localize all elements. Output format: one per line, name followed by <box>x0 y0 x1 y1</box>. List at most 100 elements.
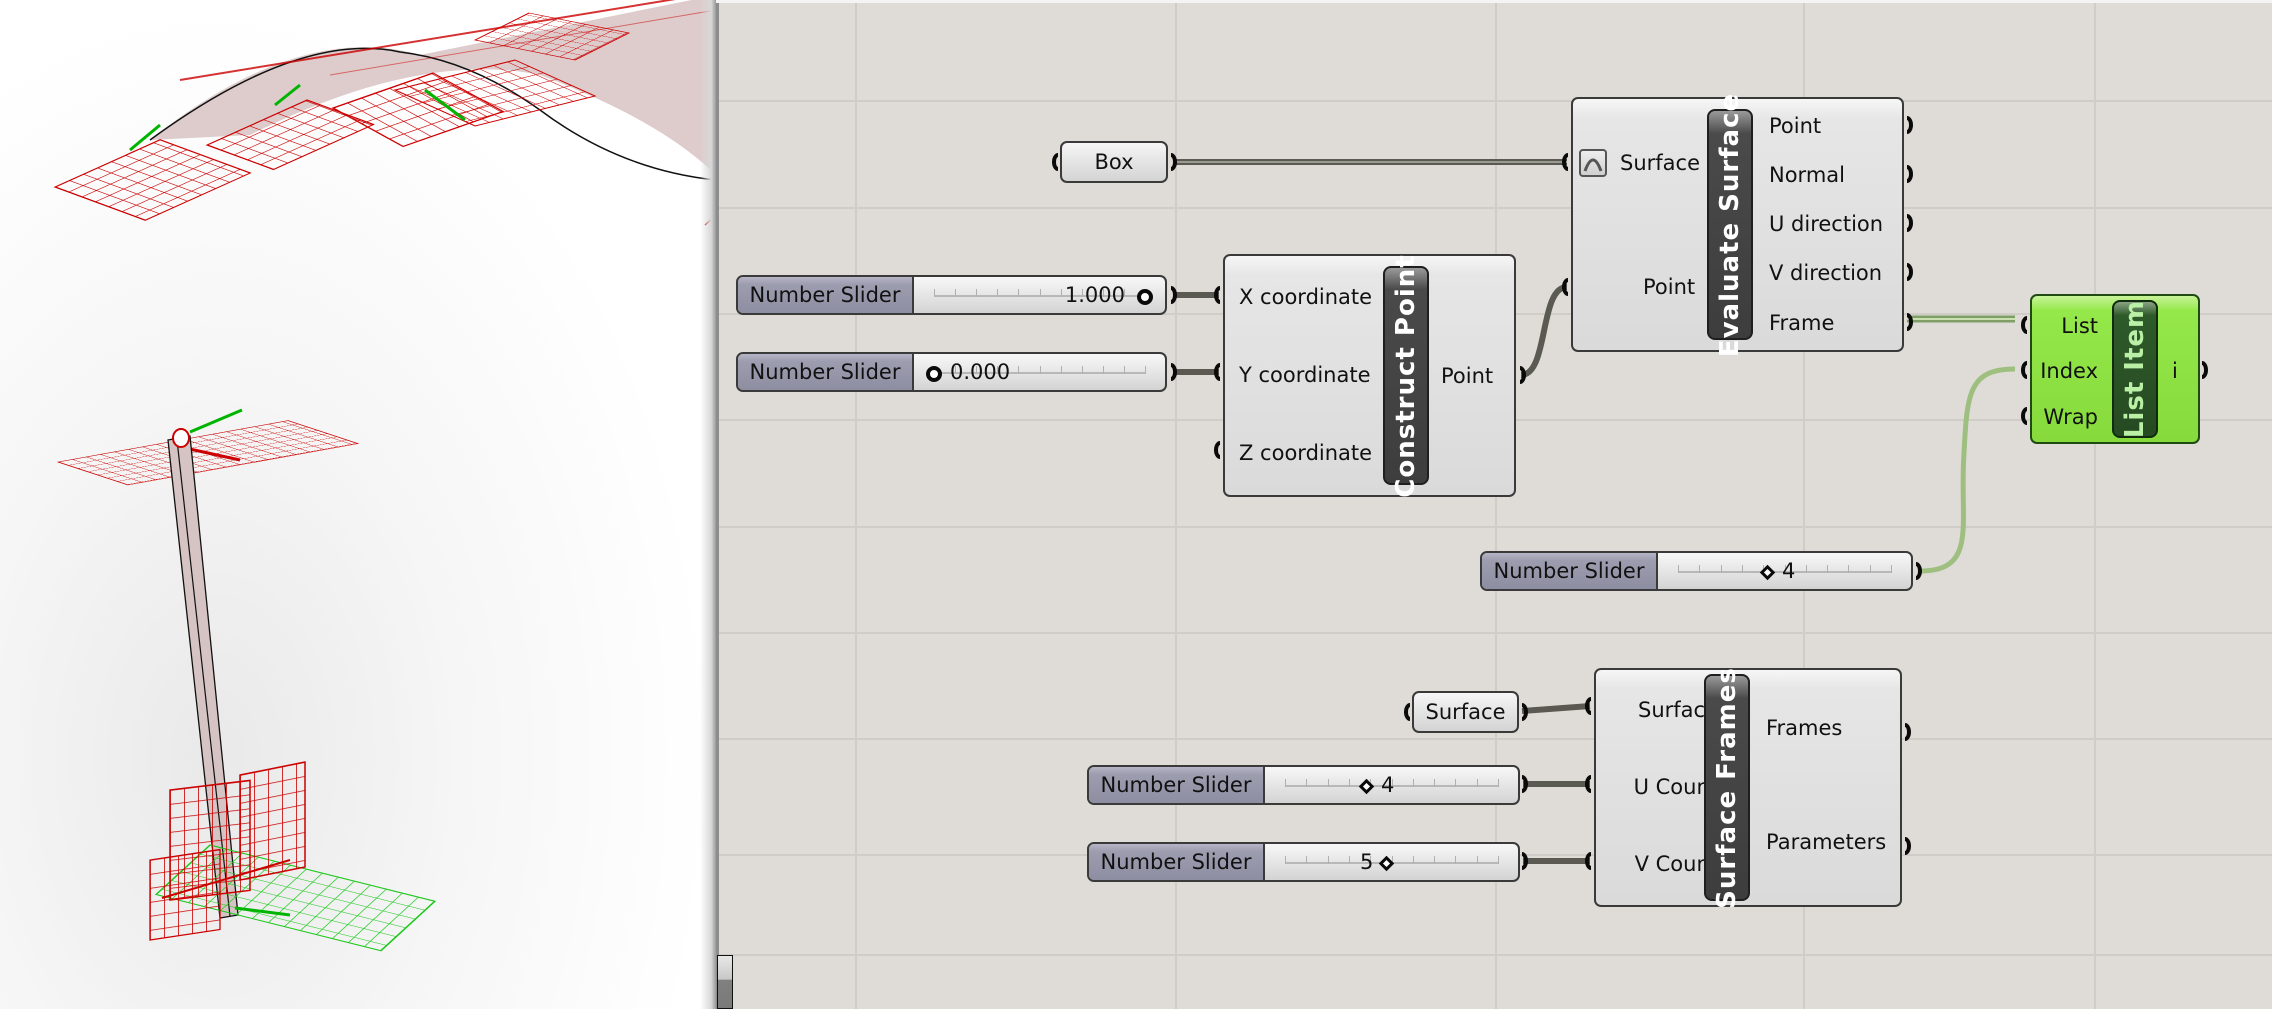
output-normal: Normal <box>1769 163 1845 187</box>
wire-surface-to-surfaceframes <box>1521 703 1591 714</box>
slider-y-output-grip[interactable] <box>1171 363 1177 381</box>
input-grip[interactable] <box>1585 852 1591 870</box>
slider-tick <box>1306 779 1308 787</box>
box-parameter-label: Box <box>1094 150 1134 174</box>
slider-track[interactable]: 1.000 <box>914 277 1165 313</box>
canvas-scrollbar-thumb[interactable] <box>717 955 733 1009</box>
slider-knob-circle-icon[interactable] <box>926 366 942 382</box>
output-grip[interactable] <box>1907 214 1913 232</box>
rhino-viewport[interactable] <box>0 0 716 1009</box>
slider-tick <box>1145 366 1146 374</box>
box-input-grip[interactable] <box>1052 153 1058 171</box>
slider-tick <box>1678 565 1679 573</box>
input-grip[interactable] <box>2021 316 2027 334</box>
slider-tick <box>1285 856 1286 864</box>
wire-point-to-point <box>1520 284 1568 378</box>
input-grip[interactable] <box>1562 278 1568 296</box>
number-slider-y[interactable]: Number Slider 0.000 <box>736 352 1167 392</box>
slider-name-label: Number Slider <box>1089 767 1265 803</box>
input-point: Point <box>1643 275 1696 299</box>
slider-tick <box>1306 856 1308 864</box>
input-grip[interactable] <box>1585 775 1591 793</box>
output-grip[interactable] <box>2202 361 2208 379</box>
evaluate-surface-component[interactable]: Surface Point Evaluate Surface Point Nor… <box>1571 92 1904 357</box>
output-point: Point <box>1441 364 1494 388</box>
grid-line <box>719 207 2272 209</box>
wires-layer <box>1174 159 2016 864</box>
box-parameter[interactable]: Box <box>1060 141 1168 183</box>
slider-tick <box>934 289 935 297</box>
base-frame-grid <box>239 761 306 881</box>
surface-reparameterize-icon[interactable] <box>1579 149 1607 177</box>
slider-tick <box>1434 856 1436 864</box>
slider-tick <box>1123 289 1125 297</box>
input-surface: Surface <box>1620 151 1701 175</box>
slider-value: 1.000 <box>1064 283 1125 307</box>
grid-line <box>1175 3 1177 1009</box>
slider-u-output-grip[interactable] <box>1522 775 1528 793</box>
surface-parameter-label: Surface <box>1425 700 1506 724</box>
number-slider-v-count[interactable]: Number Slider 5 <box>1087 842 1520 882</box>
output-grip[interactable] <box>1905 837 1911 855</box>
output-grip[interactable] <box>1907 263 1913 281</box>
input-grip[interactable] <box>1562 153 1568 171</box>
output-grip[interactable] <box>1907 116 1913 134</box>
output-parameters: Parameters <box>1766 830 1887 854</box>
surface-output-grip[interactable] <box>1522 703 1528 721</box>
slider-track[interactable]: 5 <box>1265 844 1518 880</box>
output-grip[interactable] <box>1905 723 1911 741</box>
surface-input-grip[interactable] <box>1404 703 1410 721</box>
number-slider-x[interactable]: Number Slider 1.000 <box>736 275 1167 315</box>
input-grip[interactable] <box>1585 697 1591 715</box>
slider-track[interactable]: 4 <box>1265 767 1518 803</box>
slider-tick <box>1455 779 1457 787</box>
grasshopper-canvas[interactable]: Box Number Slider 1.000 Number Slider 0.… <box>716 3 2272 1009</box>
output-u-direction: U direction <box>1769 212 1884 236</box>
input-grip[interactable] <box>2021 361 2027 379</box>
slider-name-label: Number Slider <box>1482 553 1658 589</box>
input-grip[interactable] <box>2021 407 2027 425</box>
construct-point-component[interactable]: X coordinate Y coordinate Z coordinate C… <box>1223 254 1516 497</box>
slider-index-output-grip[interactable] <box>1916 562 1922 580</box>
slider-tick <box>1827 565 1829 573</box>
grid-line <box>855 3 857 1009</box>
input-grip[interactable] <box>1214 363 1220 381</box>
box-output-grip[interactable] <box>1171 153 1177 171</box>
arch-edge-curve <box>149 47 716 181</box>
slider-track[interactable]: 4 <box>1658 553 1911 589</box>
wire-index-slider-to-index <box>1919 366 2016 574</box>
number-slider-u-count[interactable]: Number Slider 4 <box>1087 765 1520 805</box>
grid-line <box>719 738 2272 740</box>
list-item-component[interactable]: List Index Wrap List Item i <box>2030 294 2200 444</box>
slider-value: 4 <box>1782 559 1796 583</box>
slider-tick <box>1720 565 1722 573</box>
base-frame-grid <box>149 848 221 941</box>
slider-v-output-grip[interactable] <box>1522 852 1528 870</box>
slider-knob-diamond-icon[interactable] <box>1358 778 1375 795</box>
frame-grid <box>53 139 252 221</box>
slider-knob-circle-icon[interactable] <box>1137 289 1153 305</box>
input-wrap: Wrap <box>2043 405 2098 429</box>
output-grip[interactable] <box>1907 313 1913 331</box>
slider-tick <box>1123 366 1125 374</box>
slider-track[interactable]: 0.000 <box>914 354 1165 390</box>
output-grip[interactable] <box>1907 165 1913 183</box>
slider-tick <box>1434 779 1436 787</box>
output-grip[interactable] <box>1520 366 1526 384</box>
input-grip[interactable] <box>1214 286 1220 304</box>
slider-tick <box>955 289 957 297</box>
slider-tick <box>1327 856 1329 864</box>
number-slider-index[interactable]: Number Slider 4 <box>1480 551 1913 591</box>
grid-line <box>2094 3 2096 1009</box>
slider-tick <box>1039 366 1041 374</box>
slider-tick <box>1476 779 1478 787</box>
grid-line <box>719 954 2272 956</box>
slider-knob-diamond-icon[interactable] <box>1759 564 1776 581</box>
slider-tick <box>1412 856 1414 864</box>
viewport-divider[interactable] <box>700 0 716 1009</box>
surface-parameter[interactable]: Surface <box>1412 691 1519 733</box>
surface-frames-component[interactable]: Surface U Count V Count Surface Frames F… <box>1594 667 1902 908</box>
input-grip[interactable] <box>1214 441 1220 459</box>
slider-tick <box>1476 856 1478 864</box>
slider-x-output-grip[interactable] <box>1171 286 1177 304</box>
